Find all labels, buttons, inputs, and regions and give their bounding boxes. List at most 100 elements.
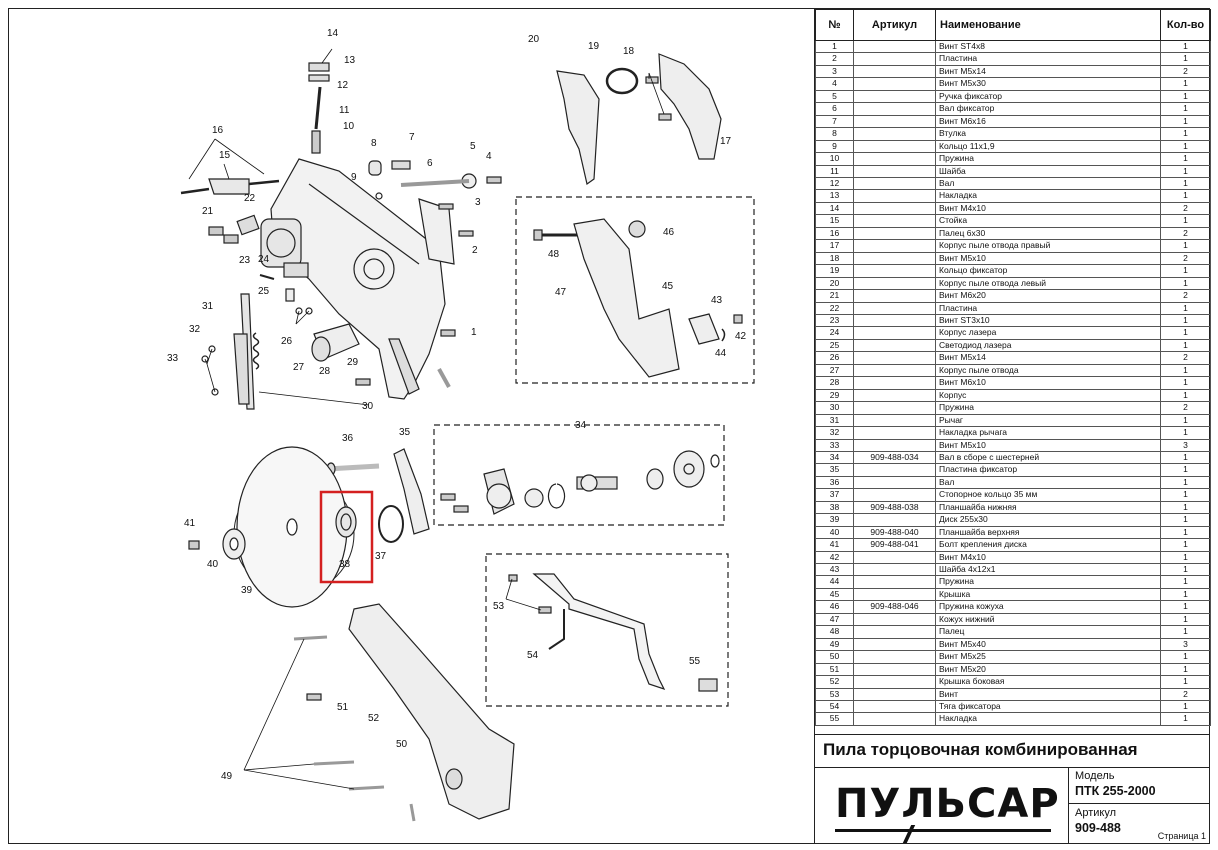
cell-name: Палец 6x30 <box>935 226 1161 241</box>
cell-qty: 1 <box>1160 189 1211 203</box>
brand-logo: ПУЛЬСАР <box>835 781 1060 827</box>
brand-slash <box>902 825 916 843</box>
callout-5: 5 <box>470 141 476 152</box>
cell-num: 49 <box>815 637 854 652</box>
cell-article: 909-488-041 <box>853 538 936 552</box>
cell-article <box>853 513 936 527</box>
product-title: Пила торцовочная комбинированная <box>823 740 1138 759</box>
cell-name: Корпус лазера <box>935 326 1161 340</box>
cell-name: Винт M4x10 <box>935 201 1161 216</box>
callout-9: 9 <box>351 172 357 183</box>
cell-qty: 3 <box>1160 637 1211 652</box>
cell-qty: 1 <box>1160 662 1211 677</box>
cell-num: 42 <box>815 550 854 565</box>
callout-6: 6 <box>427 158 433 169</box>
cell-num: 34 <box>815 450 854 465</box>
cell-name: Винт M5x25 <box>935 650 1161 664</box>
cell-article <box>853 587 936 602</box>
cell-num: 44 <box>815 575 854 589</box>
cell-name: Тяга фиксатора <box>935 699 1161 714</box>
cell-qty: 1 <box>1160 313 1211 328</box>
cell-num: 25 <box>815 338 854 353</box>
cell-qty: 1 <box>1160 712 1211 726</box>
subassembly-box-53-55 <box>485 553 729 707</box>
cell-num: 10 <box>815 152 854 166</box>
cell-qty: 1 <box>1160 139 1211 154</box>
brand-block: ПУЛЬСАР <box>815 767 1069 843</box>
cell-num: 54 <box>815 699 854 714</box>
callout-47: 47 <box>555 287 567 298</box>
cell-qty: 1 <box>1160 426 1211 440</box>
cell-qty: 1 <box>1160 675 1211 689</box>
cell-qty: 2 <box>1160 201 1211 216</box>
cell-num: 40 <box>815 525 854 540</box>
cell-num: 53 <box>815 687 854 702</box>
article-value: 909-488 <box>1075 821 1121 835</box>
cell-article <box>853 89 936 104</box>
cell-qty: 2 <box>1160 64 1211 79</box>
cell-qty: 2 <box>1160 687 1211 702</box>
cell-num: 46 <box>815 600 854 614</box>
callout-41: 41 <box>184 518 196 529</box>
callout-15: 15 <box>219 150 231 161</box>
cell-name: Светодиод лазера <box>935 338 1161 353</box>
cell-num: 15 <box>815 214 854 228</box>
callout-29: 29 <box>347 357 359 368</box>
cell-num: 52 <box>815 675 854 689</box>
cell-article <box>853 338 936 353</box>
cell-article <box>853 575 936 589</box>
cell-name: Вал фиксатор <box>935 102 1161 116</box>
cell-num: 45 <box>815 587 854 602</box>
cell-article <box>853 39 936 54</box>
cell-article <box>853 712 936 726</box>
callout-44: 44 <box>715 348 727 359</box>
cell-qty: 1 <box>1160 77 1211 91</box>
cell-name: Пружина <box>935 401 1161 415</box>
cell-num: 1 <box>815 39 854 54</box>
callout-38: 38 <box>339 559 351 570</box>
cell-num: 35 <box>815 463 854 477</box>
cell-article <box>853 625 936 639</box>
cell-name: Кольцо 11x1,9 <box>935 139 1161 154</box>
cell-article <box>853 52 936 66</box>
cell-article <box>853 351 936 365</box>
cell-name: Винт M5x14 <box>935 64 1161 79</box>
cell-name: Шайба 4x12x1 <box>935 563 1161 577</box>
cell-num: 22 <box>815 301 854 315</box>
cell-name: Вал <box>935 475 1161 490</box>
header-name: Наименование <box>935 9 1161 41</box>
cell-article <box>853 114 936 129</box>
cell-qty: 1 <box>1160 264 1211 278</box>
callout-17: 17 <box>720 136 732 147</box>
cell-name: Накладка рычага <box>935 426 1161 440</box>
cell-article <box>853 239 936 253</box>
cell-name: Корпус пыле отвода правый <box>935 239 1161 253</box>
cell-name: Корпус <box>935 388 1161 403</box>
cell-article <box>853 64 936 79</box>
housing-part <box>260 158 446 400</box>
callout-45: 45 <box>662 281 674 292</box>
callout-8: 8 <box>371 138 377 149</box>
callout-33: 33 <box>167 353 179 364</box>
cell-qty: 1 <box>1160 550 1211 565</box>
cell-qty: 2 <box>1160 401 1211 415</box>
cell-article <box>853 563 936 577</box>
callout-32: 32 <box>189 324 201 335</box>
cell-name: Планшайба верхняя <box>935 525 1161 540</box>
callout-55: 55 <box>689 656 701 667</box>
cell-qty: 1 <box>1160 388 1211 403</box>
cell-article <box>853 127 936 141</box>
cell-qty: 1 <box>1160 500 1211 515</box>
cell-num: 2 <box>815 52 854 66</box>
